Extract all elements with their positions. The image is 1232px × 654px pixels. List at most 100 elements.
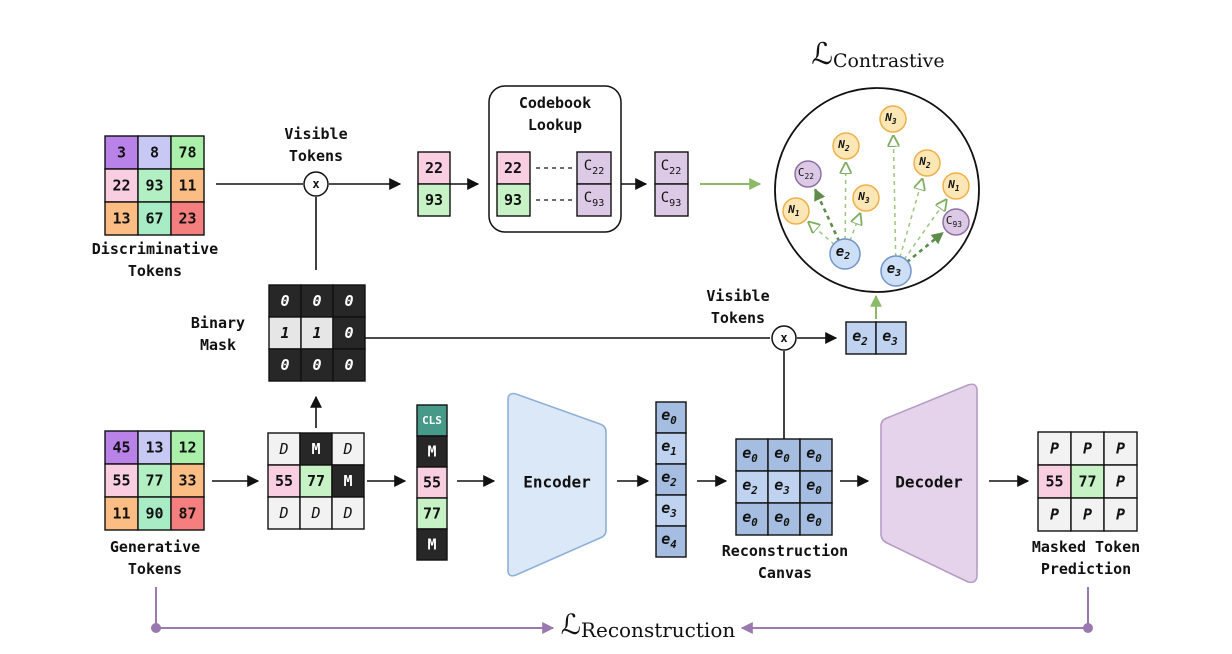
discriminative-grid-cell — [170, 201, 205, 236]
multiply-node-mid — [771, 325, 797, 351]
codebook-node — [942, 208, 970, 236]
codebook-node-label: C22 — [798, 166, 814, 181]
mask-cell — [268, 284, 302, 318]
generative-grid-cell — [137, 496, 172, 531]
e-pair-cell — [875, 321, 907, 355]
negative-node-label: N2 — [837, 138, 850, 153]
embedding-cell — [655, 401, 687, 434]
e-pair-value: e3 — [882, 327, 898, 348]
codebook-input-value: 22 — [504, 159, 522, 177]
negative-node — [942, 172, 970, 200]
discriminative-caption: Discriminative — [92, 240, 218, 258]
visible-tokens-mid-caption: Visible — [706, 287, 769, 305]
discriminative-grid-value: 8 — [150, 144, 159, 162]
masked-grid-cell — [299, 496, 333, 530]
sequence-cell — [416, 497, 448, 530]
sequence-value: M — [427, 443, 436, 461]
negative-node — [852, 184, 880, 212]
decoder-block — [880, 383, 978, 584]
prediction-value: P — [1116, 506, 1125, 524]
masked-grid-cell — [331, 464, 365, 498]
generative-caption: Generative — [110, 538, 200, 556]
contrastive-loss-label: ℒContrastive — [811, 37, 944, 73]
generative-grid-value: 90 — [145, 505, 163, 523]
embedding-value: e4 — [661, 530, 677, 551]
masked-grid-value: D — [310, 504, 320, 522]
prediction-value: P — [1050, 506, 1059, 524]
generative-grid-value: 55 — [112, 472, 130, 490]
visible-token-cell — [417, 183, 451, 217]
positive-pair-edge — [813, 188, 841, 242]
decoder-label: Decoder — [895, 473, 962, 492]
discriminative-grid-value: 93 — [145, 177, 163, 195]
binary-mask-caption: Mask — [200, 336, 236, 354]
canvas-value: e2 — [742, 476, 758, 497]
mask-cell — [268, 348, 302, 382]
canvas-cell — [799, 438, 833, 472]
canvas-caption: Canvas — [758, 564, 812, 582]
masked-grid-value: D — [278, 440, 288, 458]
e-pair-value: e2 — [852, 327, 868, 348]
negative-node-label: N3 — [884, 111, 897, 126]
masked-grid-cell — [267, 432, 301, 466]
canvas-value: e0 — [806, 508, 822, 529]
embedding-value: e2 — [661, 468, 677, 489]
mask-value: 1 — [280, 324, 289, 342]
multiply-node-top-symbol: x — [312, 177, 319, 191]
codebook-title: Codebook — [519, 94, 591, 112]
generative-grid-value: 11 — [112, 505, 130, 523]
canvas-value: e0 — [806, 444, 822, 465]
generative-grid-cell — [170, 430, 205, 465]
codebook-input-value: 93 — [504, 191, 522, 209]
code-value: C93 — [661, 190, 682, 209]
mask-value: 0 — [280, 292, 289, 310]
codebook-output-value: C93 — [584, 190, 605, 209]
canvas-value: e0 — [742, 508, 758, 529]
prediction-value: P — [1050, 440, 1059, 458]
canvas-cell — [735, 470, 769, 504]
canvas-caption: Reconstruction — [722, 542, 848, 560]
masked-grid-value: D — [342, 440, 352, 458]
discriminative-grid-value: 23 — [178, 210, 196, 228]
visible-tokens-top-caption: Tokens — [289, 147, 343, 165]
prediction-value: P — [1116, 440, 1125, 458]
negative-node — [913, 149, 941, 177]
encoder-block — [507, 392, 607, 577]
prediction-value: 77 — [1078, 473, 1096, 491]
canvas-value: e0 — [774, 444, 790, 465]
prediction-cell — [1103, 464, 1138, 499]
embedding-value: e3 — [661, 499, 677, 520]
mask-value: 0 — [312, 292, 321, 310]
multiply-node-top — [303, 171, 329, 197]
negative-pair-edge — [809, 222, 835, 246]
encoder-label: Encoder — [523, 473, 590, 492]
prediction-cell — [1070, 431, 1105, 466]
codebook-node-label: C93 — [946, 214, 962, 229]
mask-cell — [268, 316, 302, 350]
codebook-node — [794, 160, 822, 188]
prediction-cell — [1070, 497, 1105, 532]
masked-grid-value: M — [311, 440, 320, 458]
mask-value: 0 — [344, 324, 353, 342]
negative-pair-edge — [849, 214, 860, 242]
canvas-value: e3 — [774, 476, 790, 497]
mask-cell — [300, 316, 334, 350]
masked-grid-value: D — [342, 504, 352, 522]
visible-token-value: 22 — [425, 159, 443, 177]
canvas-value: e0 — [774, 508, 790, 529]
discriminative-grid-value: 3 — [117, 144, 126, 162]
visible-token-value: 93 — [425, 191, 443, 209]
discriminative-grid-cell — [137, 201, 172, 236]
mask-value: 0 — [344, 292, 353, 310]
canvas-value: e0 — [806, 476, 822, 497]
prediction-cell — [1037, 431, 1072, 466]
codebook-input-cell — [496, 183, 531, 217]
discriminative-grid-cell — [170, 168, 205, 203]
mask-value: 0 — [344, 356, 353, 374]
masked-grid-cell — [331, 496, 365, 530]
prediction-cell — [1103, 431, 1138, 466]
negative-node-label: N3 — [857, 190, 870, 205]
embedding-cell — [655, 432, 687, 465]
negative-pair-edge — [899, 179, 922, 258]
